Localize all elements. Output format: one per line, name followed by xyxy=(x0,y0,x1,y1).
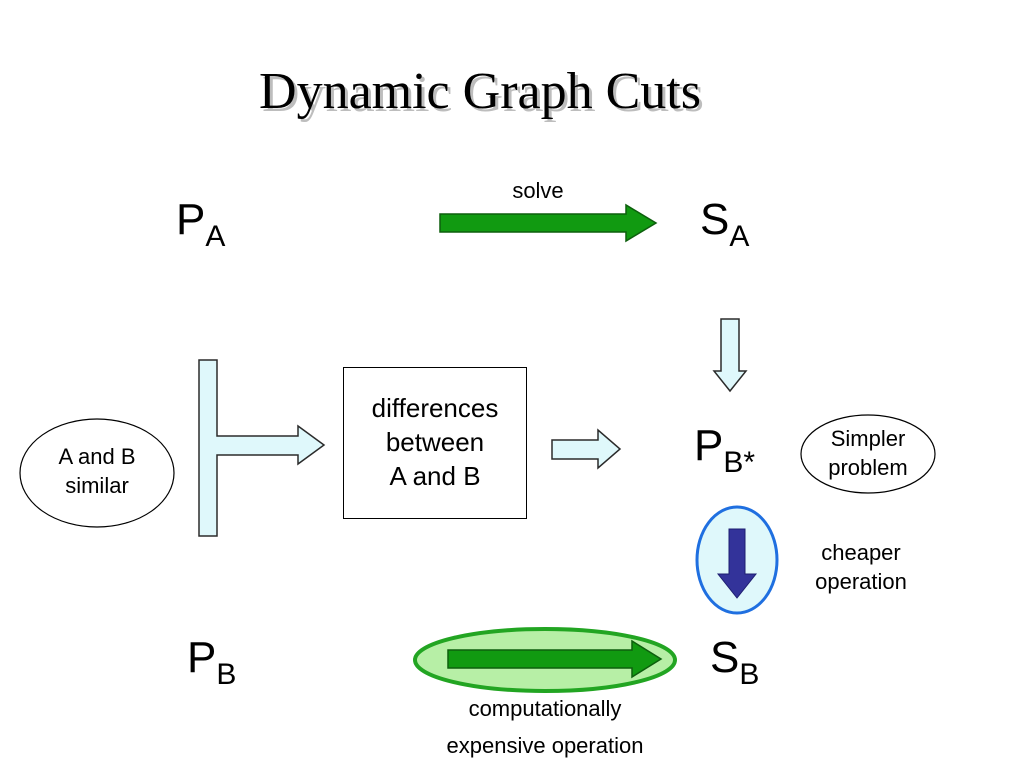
node-sa-main: S xyxy=(700,195,730,244)
similar-line-1: A and B xyxy=(58,444,136,469)
cheaper-line-1: cheaper xyxy=(821,540,901,565)
node-pa-main: P xyxy=(176,195,206,244)
expensive-line-1: computationally xyxy=(468,696,622,721)
differences-line-1: differences xyxy=(371,393,499,424)
differences-label: differences between A and B xyxy=(372,392,499,493)
differences-box: differences between A and B xyxy=(343,367,527,519)
node-pa: PA xyxy=(176,195,225,252)
solve-arrow xyxy=(439,203,658,243)
cheaper-label: cheaper operation xyxy=(793,539,929,596)
similar-ellipse xyxy=(19,418,175,528)
expensive-line-2: expensive operation xyxy=(446,733,644,759)
simpler-ellipse xyxy=(800,414,936,494)
node-sa-sub: A xyxy=(729,220,750,253)
similar-line-2: similar xyxy=(65,472,129,498)
expensive-label: computationally expensive operation xyxy=(405,690,685,765)
t-connector-arrow xyxy=(198,359,326,537)
right-arrow-diff-to-pbstar xyxy=(551,428,622,470)
simpler-line-1: Simpler xyxy=(830,426,906,451)
slide-title: Dynamic Graph Cuts xyxy=(259,63,701,120)
differences-line-3: A and B xyxy=(389,460,481,491)
node-sb-main: S xyxy=(710,633,740,682)
solve-label: solve xyxy=(512,178,564,203)
node-pbstar-main: P xyxy=(694,421,724,470)
cheaper-line-2: operation xyxy=(815,568,907,594)
similar-label: A and B similar xyxy=(20,443,174,500)
node-pbstar-sub: B* xyxy=(723,446,756,479)
node-pa-sub: A xyxy=(205,220,226,253)
node-pb-main: P xyxy=(187,633,217,682)
cheaper-down-arrow xyxy=(716,528,758,599)
node-sb-sub: B xyxy=(739,658,760,691)
node-pb-sub: B xyxy=(216,658,237,691)
down-arrow-sa-to-pbstar xyxy=(712,318,748,393)
node-sb: SB xyxy=(710,633,759,690)
differences-line-2: between xyxy=(385,427,485,458)
expensive-arrow xyxy=(447,639,663,679)
node-pb: PB xyxy=(187,633,236,690)
simpler-line-2: problem xyxy=(828,454,908,480)
node-sa: SA xyxy=(700,195,749,252)
node-pbstar: PB* xyxy=(694,421,755,478)
simpler-label: Simpler problem xyxy=(801,425,935,482)
